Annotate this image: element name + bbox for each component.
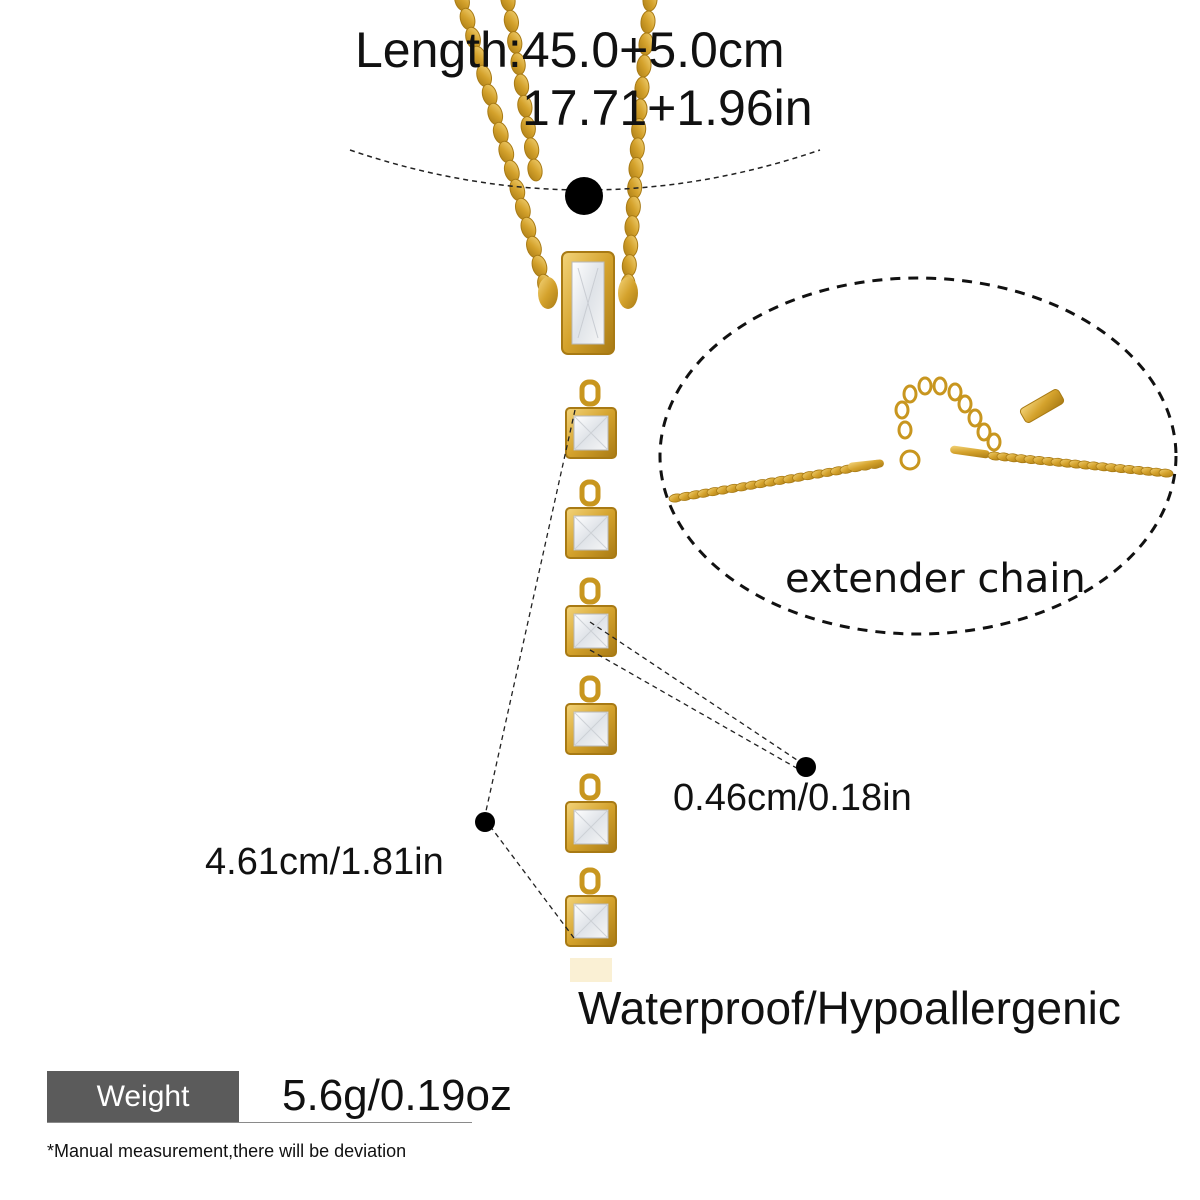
pendant-width-label: 0.46cm/0.18in	[673, 777, 912, 819]
baguette-crystal-icon	[538, 251, 638, 355]
weight-divider	[47, 1122, 472, 1123]
necklace-chain-icon	[454, 0, 658, 297]
length-marker-dot	[565, 177, 603, 215]
width-marker-dot	[796, 757, 816, 777]
pendant-length-line-a	[483, 409, 576, 821]
weight-value: 5.6g/0.19oz	[282, 1071, 512, 1120]
width-measure-line-a	[589, 621, 801, 763]
extender-circle	[658, 276, 1178, 636]
extender-chain-icon	[668, 376, 1174, 503]
disclaimer-text: *Manual measurement,there will be deviat…	[47, 1141, 407, 1161]
width-measure-line-b	[589, 649, 801, 771]
square-crystal-drop-icon	[565, 379, 617, 982]
pendant-length-line-b	[489, 825, 575, 939]
pendant-length-dot	[475, 812, 495, 832]
weight-label-box: Weight	[47, 1071, 239, 1123]
feature-label: Waterproof/Hypoallergenic	[578, 982, 1121, 1034]
pendant-length-label: 4.61cm/1.81in	[205, 841, 444, 883]
length-arc-line	[349, 149, 821, 191]
length-cm-label: Length:45.0+5.0cm	[355, 22, 785, 78]
length-in-label: 17.71+1.96in	[522, 80, 813, 136]
extender-chain-label: extender chain	[785, 556, 1086, 602]
